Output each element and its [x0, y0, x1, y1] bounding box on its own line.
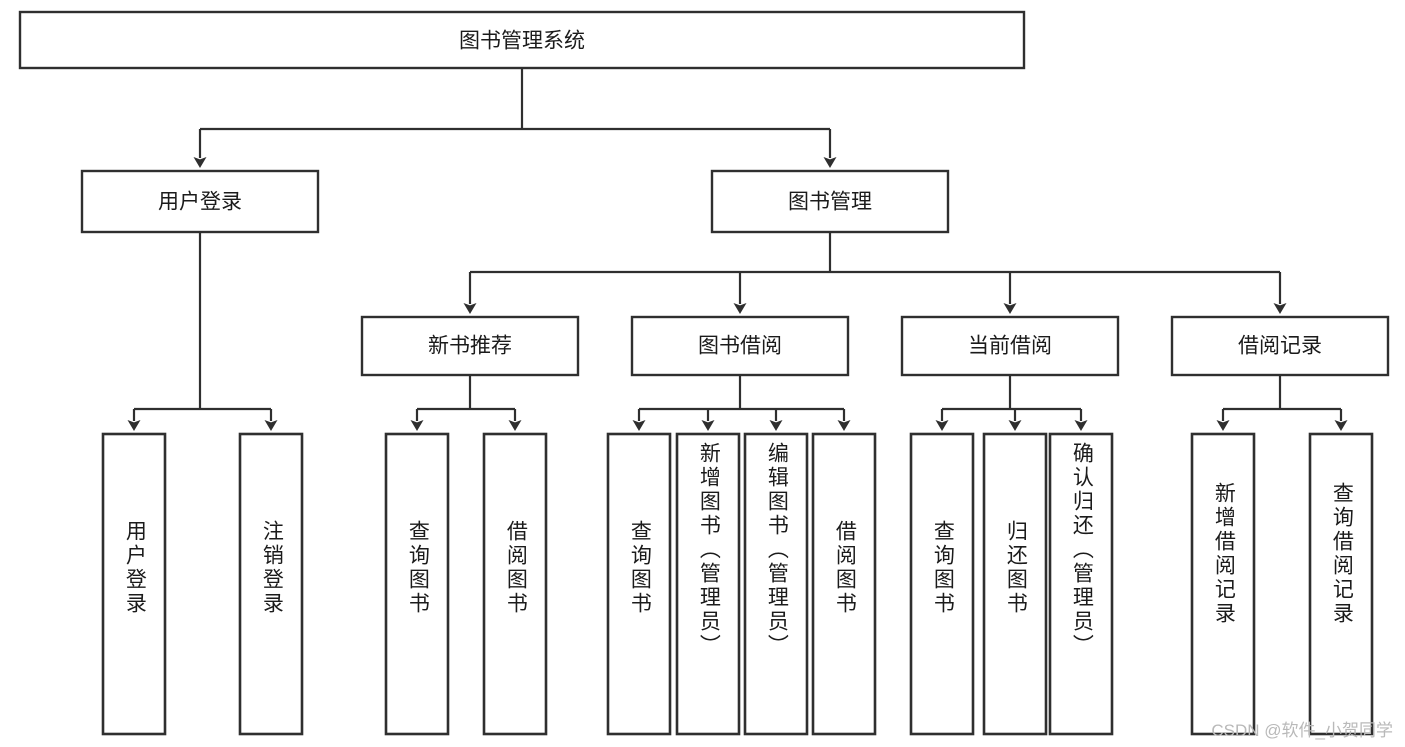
leaf-box-confirm-return[interactable]: [1048, 432, 1114, 736]
node-book-borrow-label: 图书借阅: [698, 335, 782, 358]
leaf-box-logout[interactable]: [238, 432, 304, 736]
node-current-borrow-label: 当前借阅: [968, 335, 1052, 358]
leaf-box-borrow-book-1[interactable]: [482, 432, 548, 736]
leaf-box-query-book-3[interactable]: [909, 432, 975, 736]
leaf-box-edit-book[interactable]: [743, 432, 809, 736]
node-book-manage-label: 图书管理: [788, 191, 872, 214]
leaf-box-return-book[interactable]: [982, 432, 1048, 736]
node-new-book-rec-box[interactable]: [360, 315, 580, 377]
node-user-login[interactable]: 用户登录: [80, 169, 320, 234]
leaf-box-add-record[interactable]: [1190, 432, 1256, 736]
leaf-box-user-login[interactable]: [101, 432, 167, 736]
root-node-label: 图书管理系统: [459, 30, 585, 53]
leaf-box-add-book[interactable]: [675, 432, 741, 736]
node-borrow-record[interactable]: 借阅记录: [1170, 315, 1390, 377]
node-borrow-record-label: 借阅记录: [1238, 335, 1322, 358]
node-new-book-rec-label: 新书推荐: [428, 335, 512, 358]
node-book-manage[interactable]: 图书管理: [710, 169, 950, 234]
root-node-box[interactable]: [18, 10, 1026, 70]
leaf-box-query-record[interactable]: [1308, 432, 1374, 736]
node-current-borrow-box[interactable]: [900, 315, 1120, 377]
leaf-box-query-book-2[interactable]: [606, 432, 672, 736]
csdn-watermark: CSDN @软件_小贺同学: [1211, 721, 1393, 740]
root-node[interactable]: 图书管理系统: [18, 10, 1026, 70]
leaf-box-query-book-1[interactable]: [384, 432, 450, 736]
node-user-login-box[interactable]: [80, 169, 320, 234]
node-user-login-label: 用户登录: [158, 191, 242, 214]
node-current-borrow[interactable]: 当前借阅: [900, 315, 1120, 377]
node-new-book-rec[interactable]: 新书推荐: [360, 315, 580, 377]
leaf-box-borrow-book-2[interactable]: [811, 432, 877, 736]
node-book-borrow[interactable]: 图书借阅: [630, 315, 850, 377]
